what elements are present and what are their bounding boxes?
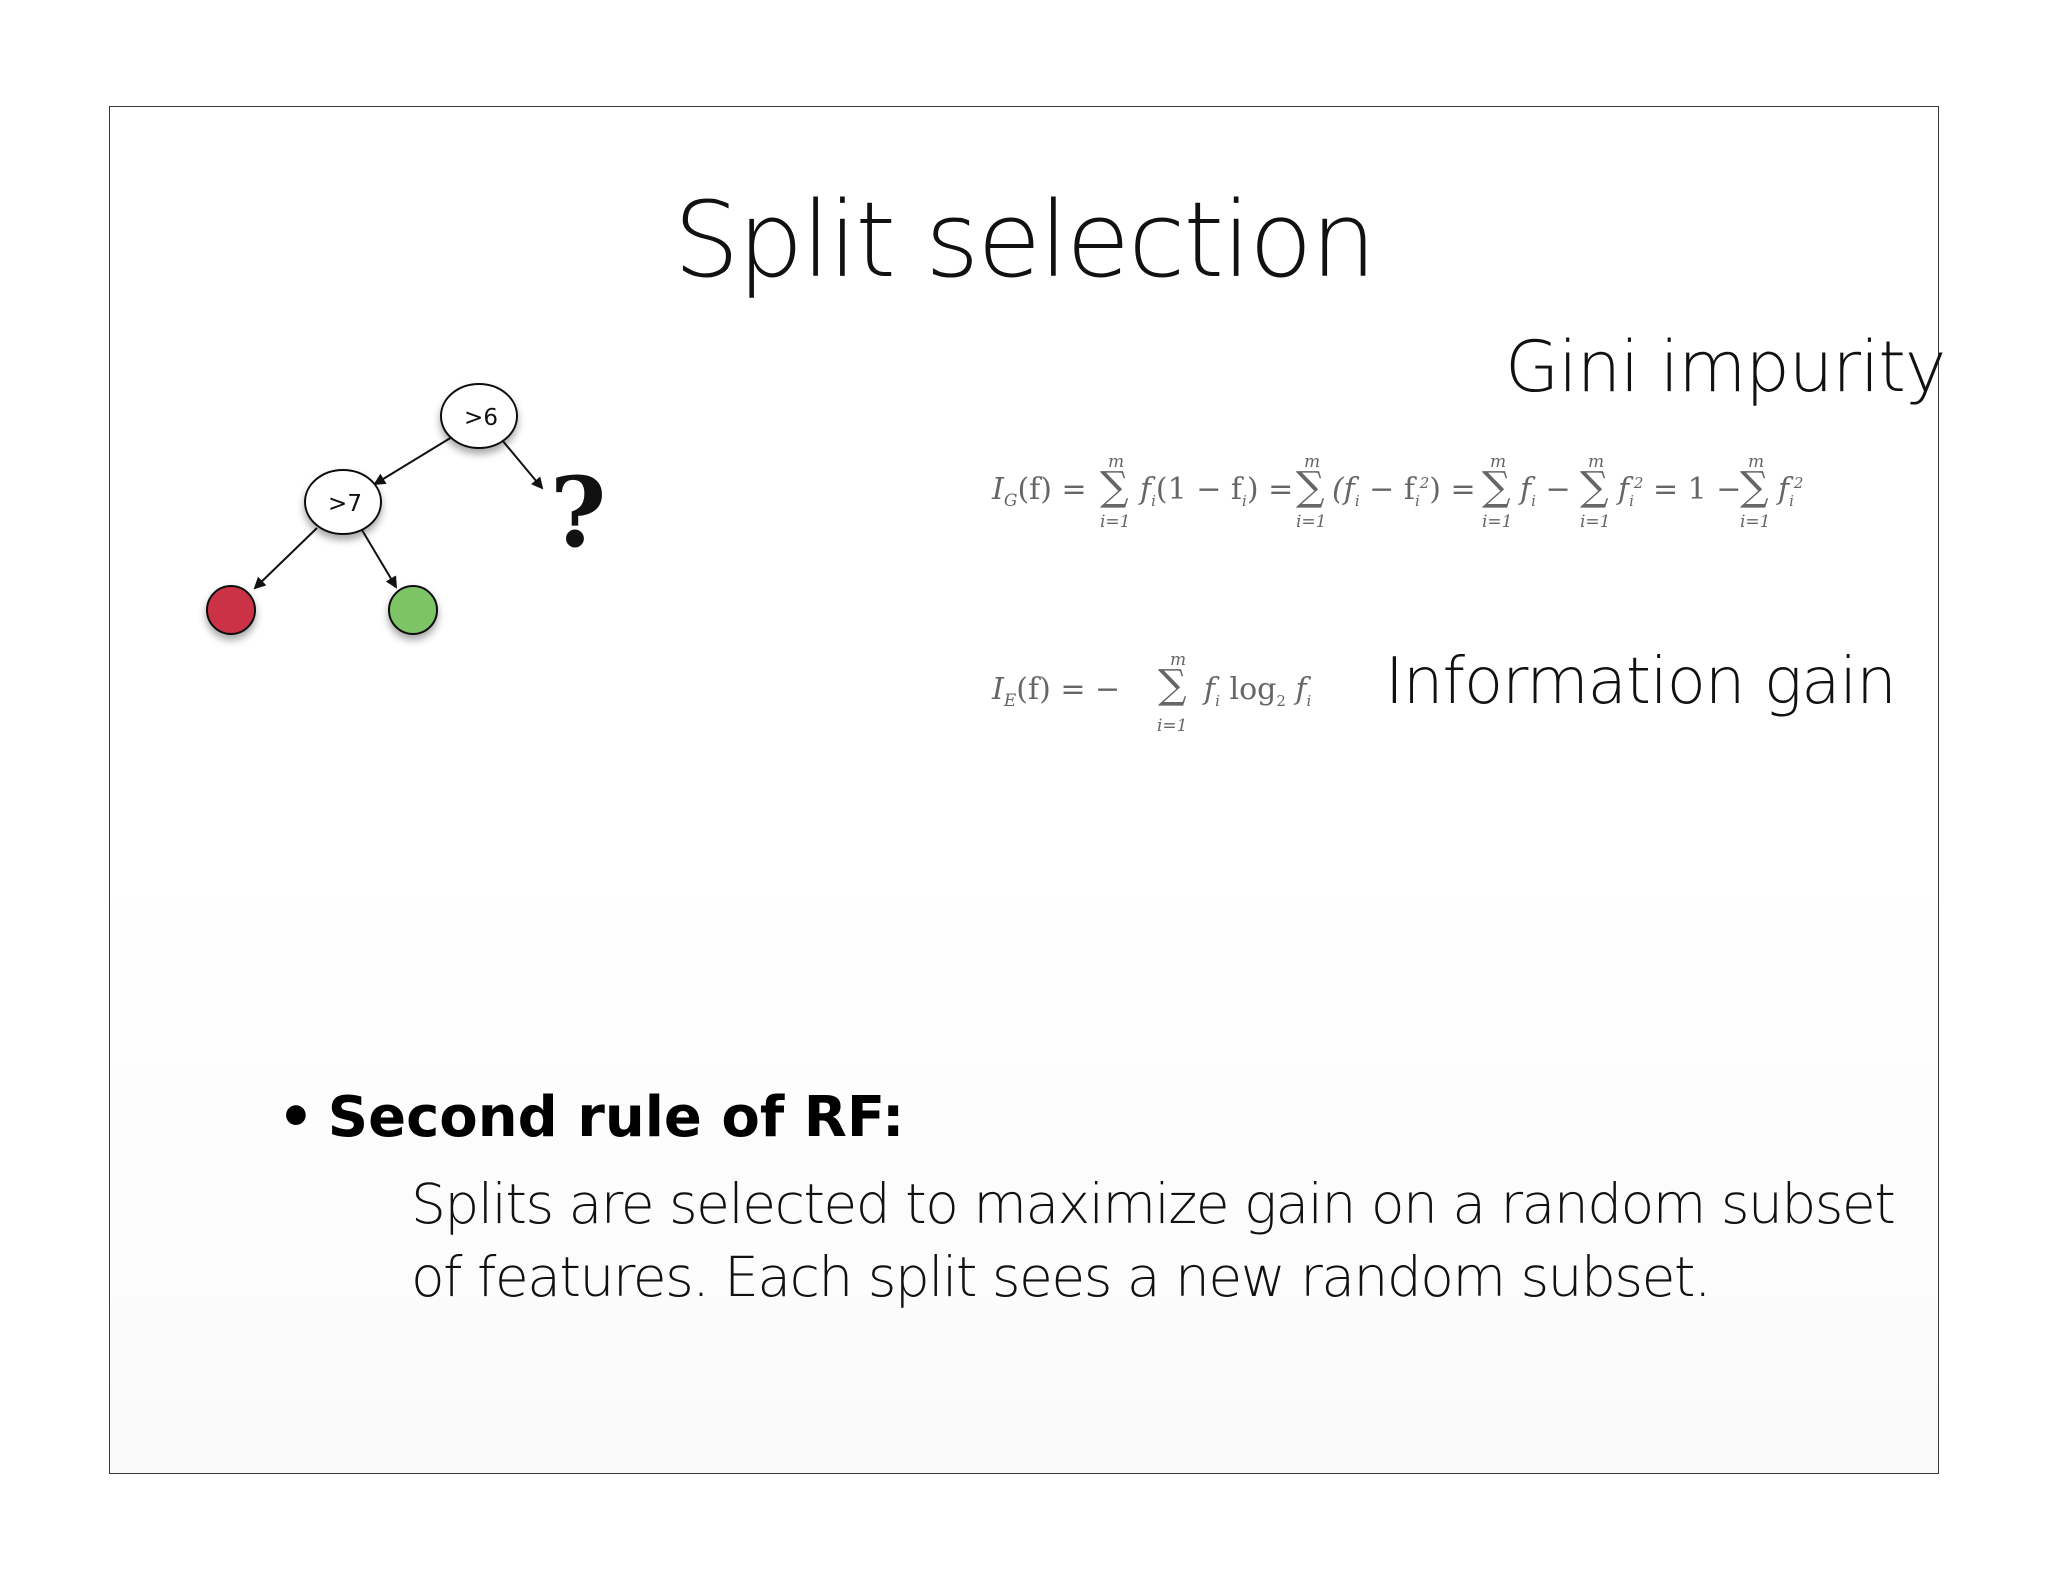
child-node-label: >7 xyxy=(328,491,362,517)
gini-sum2-upper: m xyxy=(1304,452,1321,472)
gini-term: f xyxy=(1520,472,1532,507)
information-gain-label: Information gain xyxy=(1385,645,1897,719)
gini-sum3-upper: m xyxy=(1490,452,1507,472)
slide-frame xyxy=(109,106,1939,1474)
gini-sum2-lower: i=1 xyxy=(1296,512,1327,532)
gini-term: f xyxy=(1140,472,1152,507)
unknown-branch-mark: ? xyxy=(550,456,607,569)
gini-term: ) = xyxy=(1429,472,1476,507)
green-leaf-node xyxy=(388,585,438,635)
entropy-body: f xyxy=(1204,672,1216,707)
bullet-rf-rule: •Second rule of RF: Splits are selected … xyxy=(278,1090,1896,1310)
gini-sum4-upper: m xyxy=(1588,452,1605,472)
child-node xyxy=(304,469,382,535)
gini-sum5-lower: i=1 xyxy=(1740,512,1771,532)
edge-root-to-unknown xyxy=(501,439,544,490)
entropy-formula: IE(f) = − m ∑ i=1 fi log2 fi xyxy=(992,650,1312,736)
bullet-heading-text: Second rule of RF: xyxy=(327,1085,905,1150)
root-node-label: >6 xyxy=(464,405,498,431)
gini-formula: IG(f) = m ∑ i=1 fi(1 − fi) = m ∑ i=1 (fi… xyxy=(992,452,1804,532)
entropy-rest: (f) = − xyxy=(1016,672,1121,707)
gini-sum5-upper: m xyxy=(1748,452,1765,472)
gini-term: ) = xyxy=(1246,472,1294,507)
entropy-sum-upper: m xyxy=(1170,650,1187,670)
entropy-sum-lower: i=1 xyxy=(1157,716,1188,736)
bullet-marker: • xyxy=(278,1085,314,1150)
gini-sum1-upper: m xyxy=(1108,452,1125,472)
bullet-body: Splits are selected to maximize gain on … xyxy=(411,1168,1896,1314)
gini-sum3-lower: i=1 xyxy=(1482,512,1513,532)
slide-title: Split selection xyxy=(673,179,1376,301)
entropy-lhs: I xyxy=(992,672,1004,707)
gini-term: − xyxy=(1535,472,1571,507)
bullet-body-line-1: Splits are selected to maximize gain on … xyxy=(411,1172,1896,1236)
red-leaf-node xyxy=(206,585,256,635)
gini-term: − f xyxy=(1359,472,1415,507)
gini-term: = 1 − xyxy=(1643,472,1742,507)
gini-term: (f) = xyxy=(1017,472,1087,507)
entropy-lhs-sub: E xyxy=(1003,691,1017,711)
gini-sum1-lower: i=1 xyxy=(1100,512,1131,532)
bullet-body-line-2: of features. Each split sees a new rando… xyxy=(411,1245,1711,1309)
root-node xyxy=(440,383,518,449)
gini-sum4-lower: i=1 xyxy=(1580,512,1611,532)
gini-term: (1 − f xyxy=(1155,472,1243,507)
gini-impurity-label: Gini impurity xyxy=(1505,326,1946,408)
gini-term: (f xyxy=(1332,472,1355,507)
gini-term: f xyxy=(1778,472,1790,507)
entropy-log: log xyxy=(1229,672,1277,707)
gini-lhs-sub: G xyxy=(1003,491,1018,511)
edge-root-to-child xyxy=(373,436,453,486)
gini-term: f xyxy=(1618,472,1630,507)
bullet-heading: •Second rule of RF: xyxy=(278,1090,904,1146)
gini-lhs: I xyxy=(992,472,1004,507)
edge-child-to-green-leaf xyxy=(361,529,398,589)
edge-child-to-red-leaf xyxy=(253,527,318,590)
